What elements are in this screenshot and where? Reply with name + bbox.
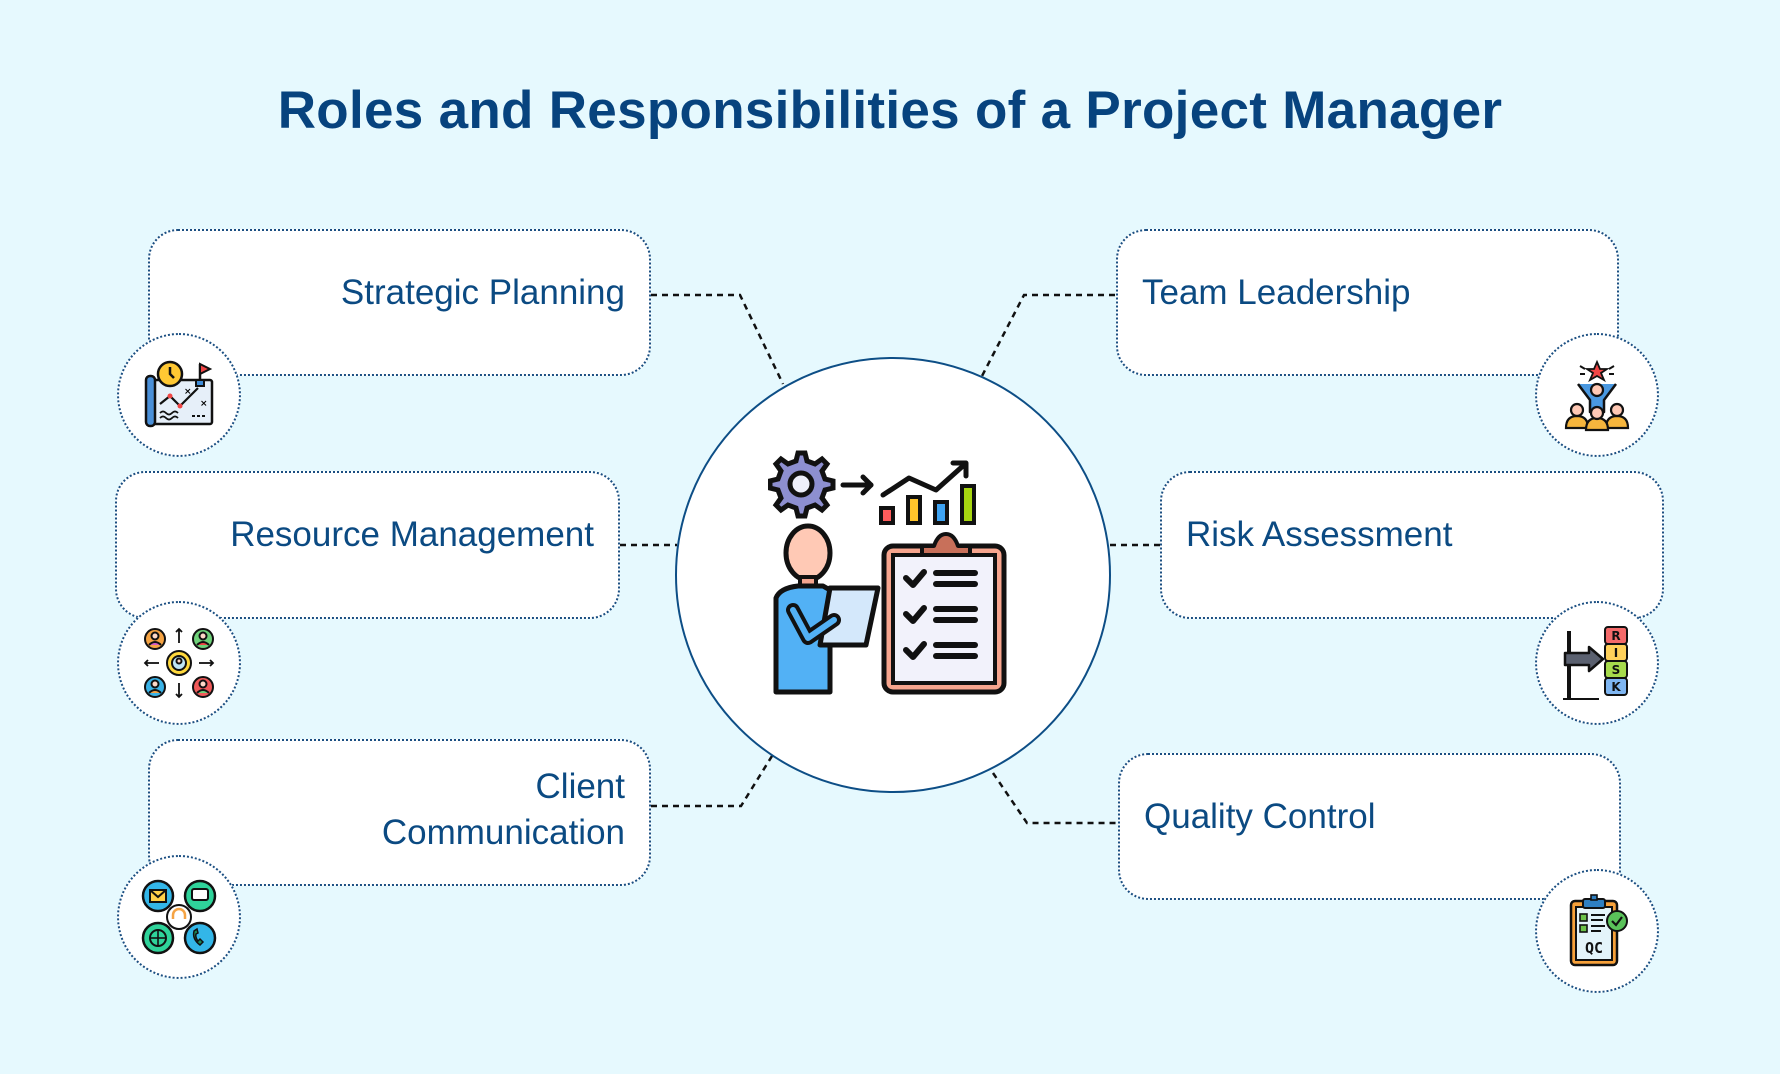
role-label-line-1: Client: [535, 767, 625, 806]
svg-text:I: I: [1614, 646, 1618, 660]
role-label: Team Leadership: [1142, 272, 1411, 312]
svg-text:R: R: [1611, 629, 1620, 643]
role-label: Risk Assessment: [1186, 515, 1453, 555]
center-hub: [675, 357, 1111, 793]
role-label-line-2: Communication: [381, 812, 625, 852]
connector-strategic-planning: [651, 293, 785, 385]
card-strategic-planning: Strategic Planning: [148, 229, 651, 376]
team-leader-star-icon: [1564, 359, 1630, 432]
communication-channels-icon: [141, 879, 217, 955]
connector-quality-control: [991, 772, 1118, 825]
svg-text:K: K: [1611, 680, 1621, 694]
svg-text:QC: QC: [1585, 939, 1603, 957]
qc-clipboard-icon: QC: [1569, 894, 1628, 967]
badge-strategic-planning: × ×: [117, 333, 241, 457]
role-label: Strategic Planning: [340, 272, 625, 312]
badge-resource-management: [117, 601, 241, 725]
card-risk-assessment: Risk Assessment: [1160, 471, 1664, 619]
badge-team-leadership: [1535, 333, 1659, 457]
connector-client-communication: [651, 755, 774, 808]
page-title: Roles and Responsibilities of a Project …: [277, 81, 1503, 140]
svg-text:×: ×: [184, 387, 192, 397]
card-team-leadership: Team Leadership: [1116, 229, 1619, 376]
badge-quality-control: QC: [1535, 869, 1659, 993]
project-manager-checklist-icon: [768, 450, 1007, 695]
card-resource-management: Resource Management: [115, 471, 620, 619]
role-label: Resource Management: [230, 515, 594, 555]
card-quality-control: Quality Control: [1118, 753, 1621, 900]
role-label: Client Communication: [382, 764, 625, 855]
role-label: Quality Control: [1144, 796, 1376, 836]
strategy-map-icon: × ×: [144, 360, 214, 428]
connector-team-leadership: [980, 293, 1115, 377]
badge-client-communication: [117, 855, 241, 979]
card-client-communication: Client Communication: [148, 739, 651, 886]
svg-text:×: ×: [200, 399, 208, 409]
resource-people-gear-icon: [143, 627, 215, 699]
svg-text:S: S: [1612, 663, 1621, 677]
